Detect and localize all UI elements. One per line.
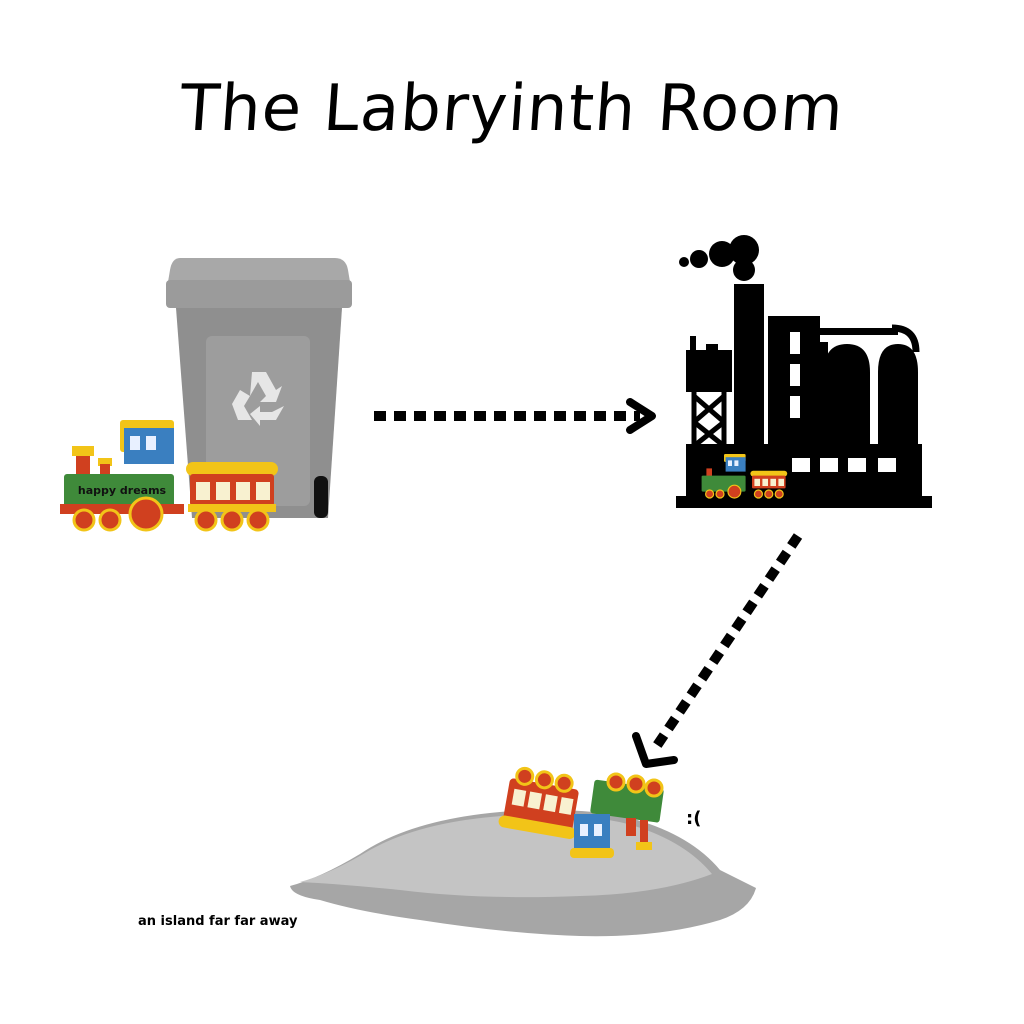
arrow-bin-to-factory <box>374 398 656 434</box>
factory-icon <box>676 235 932 508</box>
train-label: happy dreams <box>77 484 167 497</box>
island-icon <box>290 766 756 937</box>
page-title: The Labryinth Room <box>177 72 847 146</box>
arrow-factory-to-island <box>632 533 803 768</box>
island-label: an island far far away <box>138 914 298 929</box>
recycling-bin-icon <box>60 258 352 532</box>
sad-face-text: :( <box>686 808 702 829</box>
